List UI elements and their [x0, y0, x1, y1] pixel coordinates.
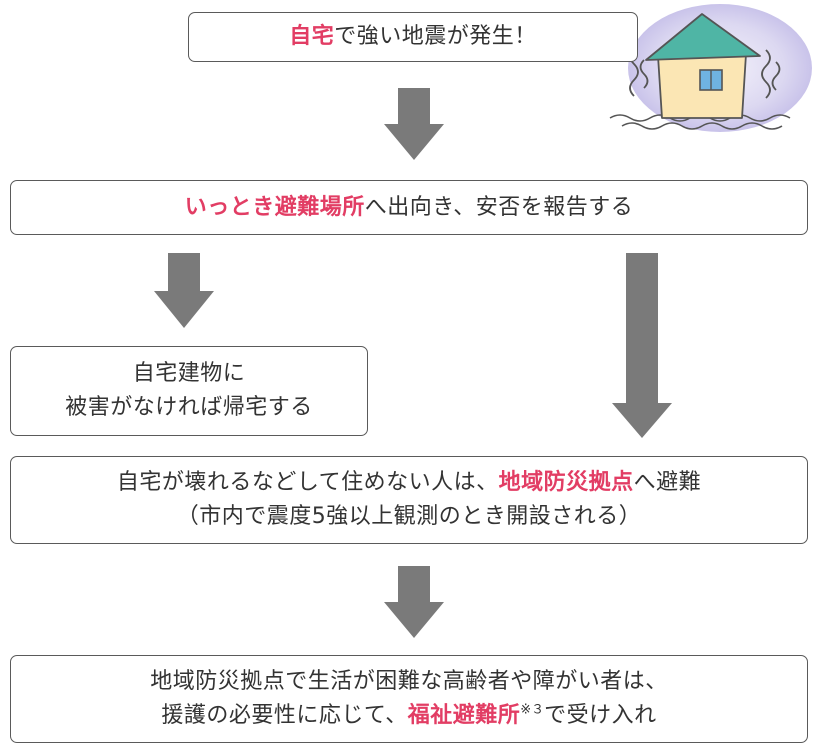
- step5-line1: 地域防災拠点で生活が困難な高齢者や障がい者は、: [150, 669, 668, 694]
- step1-rest: で強い地震が発生！: [334, 24, 537, 49]
- step2-rest: へ出向き、安否を報告する: [364, 194, 634, 220]
- step4-line2: （市内で震度5強以上観測のとき開設される）: [176, 504, 642, 529]
- step5-box: 地域防災拠点で生活が困難な高齢者や障がい者は、 援護の必要性に応じて、福祉避難所…: [10, 655, 808, 743]
- step2-box: いっとき避難場所へ出向き、安否を報告する: [10, 180, 808, 235]
- step4-line1-prefix: 自宅が壊れるなどして住めない人は、: [116, 470, 499, 495]
- step1-text: 自宅で強い地震が発生！: [289, 20, 537, 54]
- step3-line2: 被害がなければ帰宅する: [65, 395, 313, 420]
- down-arrow-3: [612, 253, 672, 438]
- down-arrow-1: [384, 88, 444, 160]
- step4-highlight: 地域防災拠点: [498, 470, 634, 495]
- step5-line2: 援護の必要性に応じて、福祉避難所※３で受け入れ: [161, 699, 656, 733]
- step3-box: 自宅建物に 被害がなければ帰宅する: [10, 346, 368, 436]
- step5-line2-prefix: 援護の必要性に応じて、: [161, 703, 408, 728]
- step1-box: 自宅で強い地震が発生！: [188, 12, 638, 62]
- down-arrow-4: [384, 566, 444, 638]
- step5-footnote-mark: ※３: [520, 702, 545, 718]
- step4-line1: 自宅が壊れるなどして住めない人は、地域防災拠点へ避難: [117, 466, 701, 500]
- step5-highlight: 福祉避難所: [407, 703, 521, 728]
- step4-box: 自宅が壊れるなどして住めない人は、地域防災拠点へ避難 （市内で震度5強以上観測の…: [10, 456, 808, 544]
- step4-line1-suffix: へ避難: [633, 470, 702, 495]
- step3-line1: 自宅建物に: [132, 361, 246, 386]
- down-arrow-2: [154, 253, 214, 328]
- step2-highlight: いっとき避難場所: [184, 194, 365, 220]
- step5-line2-suffix: で受け入れ: [544, 703, 657, 728]
- step1-highlight: 自宅: [289, 24, 335, 49]
- step2-text: いっとき避難場所へ出向き、安否を報告する: [185, 191, 633, 225]
